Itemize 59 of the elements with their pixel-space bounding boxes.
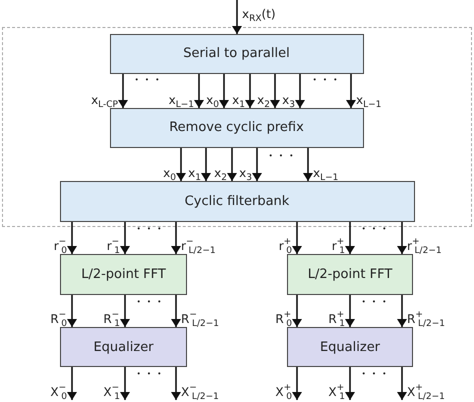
arrow <box>227 148 237 181</box>
arrow <box>397 222 407 254</box>
arrow <box>397 367 407 400</box>
arrow <box>219 74 229 108</box>
signal-label: x$_{3}$ <box>282 94 295 106</box>
arrow <box>201 148 211 181</box>
arrow <box>118 74 128 108</box>
process-box <box>110 34 364 74</box>
arrow <box>120 295 130 327</box>
signal-label: x$_{0}$ <box>206 94 219 106</box>
signal-label: x$_{3}$ <box>239 167 252 179</box>
dashed-region <box>2 27 472 227</box>
arrow <box>397 295 407 327</box>
arrow <box>194 74 204 108</box>
box-label: Remove cyclic prefix <box>169 120 304 135</box>
arrow <box>245 74 255 108</box>
arrow <box>303 148 313 181</box>
equalizer-box <box>287 327 413 367</box>
signal-label: x$_{1}$ <box>188 167 201 179</box>
arrow <box>346 74 356 108</box>
process-box <box>110 108 364 148</box>
box-label: Equalizer <box>93 340 154 354</box>
signal-label: x$_{L−1}$ <box>168 94 194 106</box>
arrow <box>295 74 305 108</box>
arrow <box>171 222 181 254</box>
signal-label: x$_{L−1}$ <box>356 94 382 106</box>
box-label: L/2-point FFT <box>81 267 166 282</box>
arrow <box>171 295 181 327</box>
arrow <box>120 222 130 254</box>
signal-label: x$_{2}$ <box>257 94 270 106</box>
box-label: Cyclic filterbank <box>184 194 290 208</box>
arrow <box>120 367 130 400</box>
signal-label: x$_{RX}$(t) <box>242 8 276 20</box>
box-label: L/2-point FFT <box>308 267 392 282</box>
arrow <box>232 0 242 34</box>
arrow <box>171 367 181 400</box>
arrow <box>67 222 77 254</box>
process-box <box>60 180 414 222</box>
box-label: Serial to parallel <box>183 46 290 61</box>
arrow <box>252 148 262 181</box>
signal-label: x$_{2}$ <box>214 167 227 179</box>
arrow <box>292 222 302 254</box>
equalizer-box <box>60 327 187 367</box>
arrow <box>270 74 280 108</box>
arrow <box>292 367 302 400</box>
box-label: Equalizer <box>320 340 380 354</box>
arrow <box>345 295 355 327</box>
signal-label: x$_{1}$ <box>232 94 245 106</box>
arrow <box>345 367 355 400</box>
fft-box <box>287 254 413 295</box>
arrow <box>292 295 302 327</box>
arrow <box>67 295 77 327</box>
signal-label: x$_{L-CP}$ <box>91 94 118 106</box>
arrow <box>345 222 355 254</box>
signal-label: x$_{L−1}$ <box>313 167 338 179</box>
arrow <box>67 367 77 400</box>
fft-box <box>60 254 187 295</box>
signal-label: x$_{0}$ <box>163 167 176 179</box>
arrow <box>176 148 186 181</box>
